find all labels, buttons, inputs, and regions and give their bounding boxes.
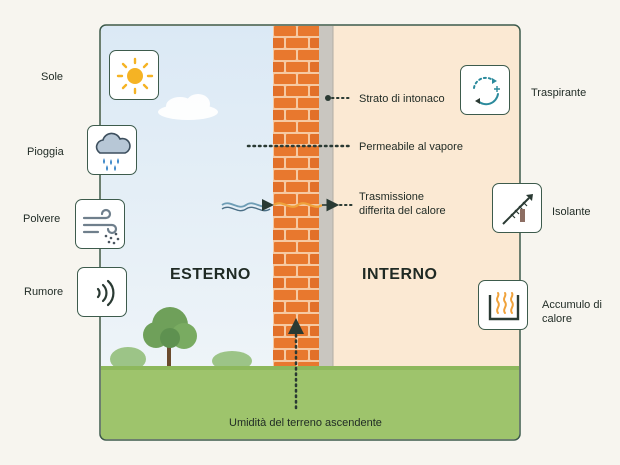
plaster-callout-label: Strato di intonaco xyxy=(359,93,445,105)
sun-icon xyxy=(116,57,154,95)
noise-box xyxy=(77,267,127,317)
inside-label: INTERNO xyxy=(362,266,438,283)
breathing-cycle-icon xyxy=(473,76,500,106)
rain-cloud-icon xyxy=(95,132,131,171)
insulation-label: Isolante xyxy=(552,206,591,218)
breathing-label: Traspirante xyxy=(531,87,587,99)
noise-label: Rumore xyxy=(24,286,64,298)
vapor-callout-label: Permeabile al vapore xyxy=(359,141,463,153)
rain-box xyxy=(87,125,137,175)
heat-storage-icon xyxy=(488,292,520,321)
cloud-shape xyxy=(158,94,218,120)
heat-box xyxy=(478,280,528,330)
plaster-callout xyxy=(325,95,353,101)
breathing-box xyxy=(460,65,510,115)
sound-waves-icon xyxy=(96,279,115,307)
heat-callout-label: Trasmissione differita del calore xyxy=(359,191,446,217)
heat-wave-arrow xyxy=(221,198,353,212)
outside-label: ESTERNO xyxy=(170,266,251,283)
insulation-tool-icon xyxy=(502,194,533,225)
ground-callout-label: Umidità del terreno ascendente xyxy=(229,417,382,429)
dust-label: Polvere xyxy=(23,213,61,225)
rising-damp-arrow xyxy=(288,318,304,410)
brick-wall xyxy=(273,26,319,371)
ground xyxy=(101,366,519,439)
plaster-layer xyxy=(319,26,333,371)
heat-storage-label: Accumulo di calore xyxy=(542,299,602,325)
rain-label: Pioggia xyxy=(27,146,64,158)
dust-wind-icon xyxy=(82,208,120,245)
insulation-box xyxy=(492,183,542,233)
sun-box xyxy=(109,50,159,100)
sun-label: Sole xyxy=(41,71,64,83)
dust-box xyxy=(75,199,125,249)
